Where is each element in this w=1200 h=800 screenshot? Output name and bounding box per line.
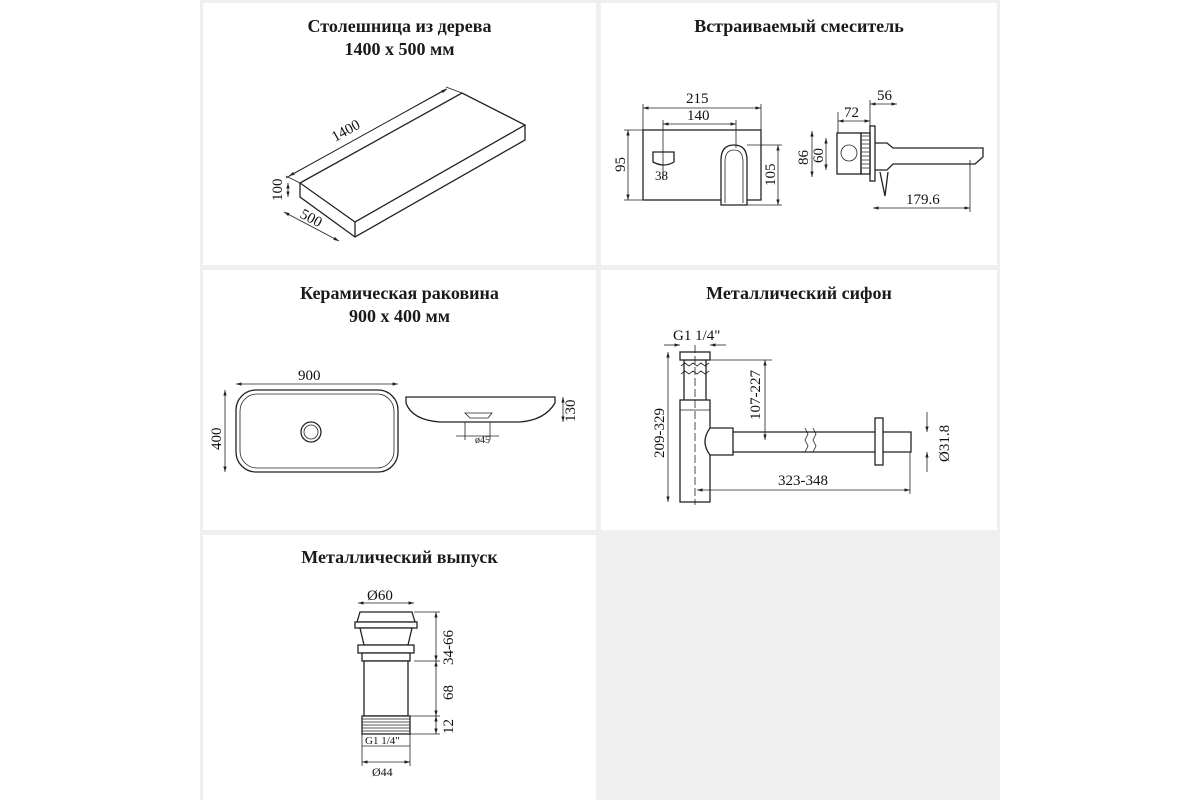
- mixer-depth-label: 72: [844, 105, 859, 121]
- mixer-spout-depth-label: 56: [877, 88, 893, 104]
- mixer-body-outer-label: 86: [796, 150, 812, 166]
- siphon-title: Металлический сифон: [706, 283, 892, 303]
- countertop-title-line2: 1400 x 500 мм: [344, 39, 455, 59]
- mixer-spout-offset-label: 140: [687, 108, 710, 124]
- siphon-diameter-label: Ø31.8: [937, 425, 953, 462]
- drain-top-diameter-label: Ø60: [367, 588, 393, 604]
- drain-top-height-label: 34-66: [441, 630, 457, 665]
- drain-title: Металлический выпуск: [301, 547, 498, 567]
- drain-body-height-label: 68: [441, 685, 457, 700]
- sink-drawing: 900 400 130 ø45: [209, 368, 579, 473]
- mixer-drawing: 215 140 95 105 38 72 56 86 60 179.6: [613, 88, 984, 212]
- siphon-thread-label: G1 1/4": [673, 328, 720, 344]
- sink-width-label: 400: [209, 428, 225, 451]
- mixer-spout-height-label: 105: [763, 164, 779, 187]
- countertop-title-line1: Столешница из дерева: [307, 16, 492, 36]
- siphon-outlet-height-label: 107-227: [748, 370, 764, 420]
- panel-mixer: Встраиваемый смеситель: [601, 3, 997, 265]
- sink-title-line2: 900 x 400 мм: [348, 306, 451, 326]
- countertop-length-label: 1400: [329, 117, 363, 146]
- countertop-width-label: 500: [297, 206, 324, 231]
- sink-height-label: 130: [563, 400, 579, 423]
- mixer-plate-height-label: 95: [613, 157, 629, 172]
- countertop-height-label: 100: [270, 179, 286, 202]
- siphon-drawing: G1 1/4" 209-329 107-227 323-348 Ø31.8: [652, 328, 953, 505]
- sink-title: Керамическая раковина 900 x 400 мм: [203, 282, 596, 328]
- sink-drain-label: ø45: [475, 435, 490, 446]
- mixer-handle-label: 38: [655, 168, 668, 183]
- siphon-length-label: 323-348: [778, 473, 828, 489]
- drain-thread-height-label: 12: [441, 719, 457, 734]
- panel-sink: Керамическая раковина 900 x 400 мм: [203, 270, 596, 530]
- drain-drawing: Ø60 34-66 68 12 G1 1/4" Ø44: [354, 588, 457, 779]
- mixer-title: Встраиваемый смеситель: [694, 16, 904, 36]
- countertop-title: Столешница из дерева 1400 x 500 мм: [203, 15, 596, 61]
- mixer-body-inner-label: 60: [811, 148, 827, 163]
- mixer-spout-length-label: 179.6: [906, 192, 940, 208]
- mixer-plate-width-label: 215: [686, 91, 709, 107]
- sink-length-label: 900: [298, 368, 321, 384]
- drain-bottom-diameter-label: Ø44: [372, 765, 393, 779]
- siphon-total-height-label: 209-329: [652, 408, 668, 458]
- sink-title-line1: Керамическая раковина: [300, 283, 499, 303]
- countertop-drawing: 1400 100 500: [270, 86, 527, 242]
- drain-thread-label: G1 1/4": [365, 735, 400, 747]
